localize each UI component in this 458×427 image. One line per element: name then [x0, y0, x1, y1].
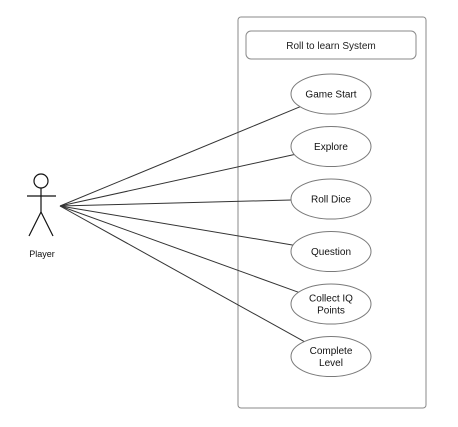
- use-case-label: Roll Dice: [311, 195, 351, 206]
- use-case-ellipse: [290, 336, 372, 377]
- association-explore: [59, 154, 295, 207]
- use-case-game-start[interactable]: Game Start: [290, 73, 372, 115]
- use-case-label: Collect IQ: [309, 294, 353, 305]
- use-case-ellipse: [290, 231, 372, 272]
- actor-right-leg: [40, 211, 54, 237]
- association-lines: [59, 106, 305, 343]
- actor-head: [33, 173, 49, 189]
- actor-left-leg: [28, 211, 42, 237]
- association-question: [59, 205, 294, 246]
- use-case-ellipse: [290, 126, 372, 167]
- system-title: Roll to learn System: [286, 41, 375, 52]
- association-collect-iq-points: [59, 205, 299, 293]
- use-case-label: Points: [317, 306, 345, 317]
- use-case-explore[interactable]: Explore: [290, 126, 372, 167]
- use-case-ellipse: [290, 178, 372, 220]
- association-game-start: [59, 106, 301, 207]
- use-case-ellipse: [290, 283, 372, 325]
- use-case-roll-dice[interactable]: Roll Dice: [290, 178, 372, 220]
- use-case-label: Complete: [310, 346, 353, 357]
- use-case-label: Level: [319, 358, 343, 369]
- system-title-box: [245, 30, 417, 60]
- use-case-label: Explore: [314, 142, 348, 153]
- actor-player[interactable]: Player: [27, 173, 56, 259]
- use-case-label: Question: [311, 247, 351, 258]
- actor-label: Player: [29, 249, 55, 259]
- use-case-label: Game Start: [305, 90, 356, 101]
- use-case-ellipse: [290, 73, 372, 115]
- association-complete-level: [59, 205, 305, 343]
- use-case-question[interactable]: Question: [290, 231, 372, 272]
- association-roll-dice: [59, 199, 292, 207]
